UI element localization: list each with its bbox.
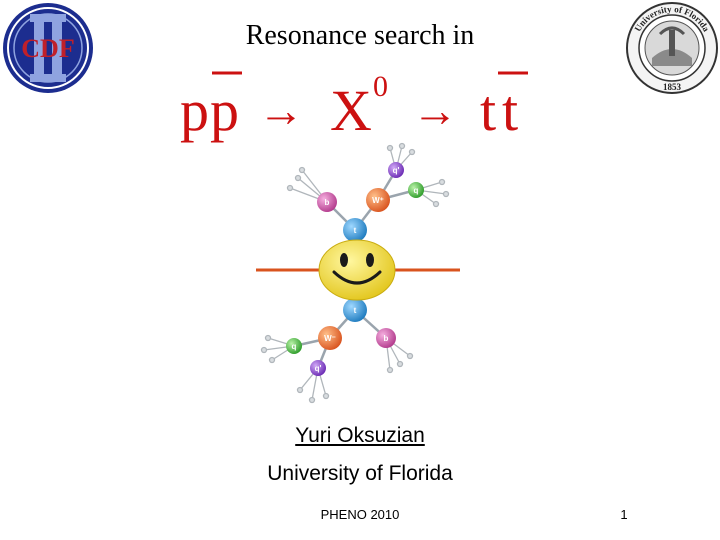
anti-top-label: t [354, 306, 357, 315]
formula-p: p [180, 78, 209, 143]
formula-resonance: X [330, 78, 372, 143]
q-label-top: q [414, 186, 419, 195]
formula-arrow-1: → [258, 85, 304, 136]
formula-resonance-superscript: 0 [373, 70, 388, 103]
q-particle-top [408, 182, 424, 198]
university-seal-logo: University of Florida 1853 [624, 0, 720, 96]
formula-tbar: t [502, 78, 518, 143]
b-quark-label: b [325, 198, 330, 207]
q-prime-label-top: q' [393, 166, 400, 175]
author-affiliation: University of Florida [267, 462, 453, 485]
cdf-logo-text: CDF [21, 34, 74, 63]
anti-b-particle [376, 328, 396, 348]
slide-title: Resonance search in [245, 20, 475, 51]
q-particle-bottom [286, 338, 302, 354]
anti-b-label: b [384, 334, 389, 343]
w-plus-particle [366, 188, 390, 212]
q-prime-particle-bottom [310, 360, 326, 376]
smiley-face-icon [318, 239, 396, 301]
anti-top-particle [343, 298, 367, 322]
b-quark-particle [317, 192, 337, 212]
q-prime-label-bottom: q' [315, 364, 322, 373]
q-label-bottom: q [292, 342, 297, 351]
decay-diagram: t b W⁺ q' q t W⁻ b q q' [256, 142, 460, 404]
author-name: Yuri Oksuzian [295, 424, 425, 447]
seal-year-text: 1853 [663, 82, 682, 92]
reaction-formula: p p → X 0 → t t [180, 70, 528, 143]
formula-t: t [480, 78, 496, 143]
w-minus-particle [318, 326, 342, 350]
cdf-logo: CDF [0, 0, 96, 96]
w-plus-label: W⁺ [372, 196, 384, 205]
footer-conference: PHENO 2010 [320, 507, 400, 522]
q-prime-particle-top [388, 162, 404, 178]
page-number: 1 [620, 507, 628, 522]
formula-pbar: p [210, 78, 239, 143]
top-quark-label: t [354, 226, 357, 235]
formula-arrow-2: → [412, 85, 458, 136]
top-quark-particle [343, 218, 367, 242]
w-minus-label: W⁻ [324, 334, 336, 343]
